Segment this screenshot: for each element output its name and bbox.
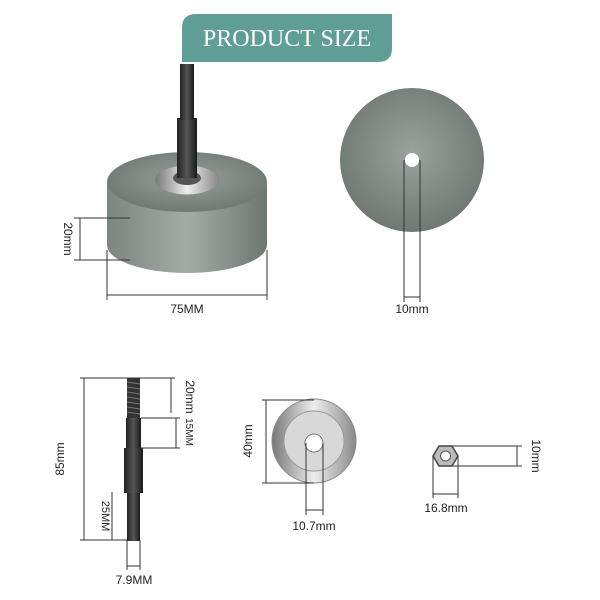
- thread-length-label: 20mm: [183, 380, 197, 413]
- nut-width-label: 16.8mm: [424, 501, 467, 515]
- grinding-wheel-side-view: [107, 64, 267, 273]
- shaft-length-label: 85mm: [53, 442, 67, 475]
- collar-length-dimension: 15MM: [141, 417, 194, 449]
- shaft-diameter-dimension: 7.9MM: [116, 540, 153, 587]
- banner-title: PRODUCT SIZE: [203, 26, 371, 52]
- product-size-banner: PRODUCT SIZE: [182, 14, 392, 62]
- nut-height-label: 10mm: [529, 439, 543, 472]
- shaft-diameter-label: 7.9MM: [116, 573, 153, 587]
- wheel-thickness-label: 20mm: [61, 222, 75, 255]
- thread-length-dimension: 20mm: [170, 378, 197, 414]
- washer-hole-dimension: 10.7mm: [292, 443, 336, 533]
- wheel-hole-label: 10mm: [395, 302, 428, 316]
- washer-diameter-dimension: 40mm: [241, 399, 314, 484]
- wheel-diameter-label: 75MM: [170, 302, 203, 316]
- washer-hole-label: 10.7mm: [292, 519, 335, 533]
- shank-length-dimension: 25MM: [99, 492, 113, 540]
- wheel-diameter-dimension: 75MM: [106, 250, 268, 316]
- washer: [271, 398, 357, 484]
- nut-width-dimension: 16.8mm: [424, 456, 468, 515]
- hex-nut: [432, 445, 459, 467]
- washer-diameter-label: 40mm: [241, 424, 255, 457]
- shank-length-label: 25MM: [99, 501, 111, 532]
- shaft-length-dimension: 85mm: [53, 377, 175, 541]
- grinding-wheel-face-view: [340, 88, 484, 232]
- mandrel-shaft: [124, 378, 143, 541]
- wheel-hole-dimension: 10mm: [395, 160, 429, 316]
- nut-height-dimension: 10mm: [452, 439, 543, 473]
- wheel-thickness-dimension: 20mm: [61, 217, 130, 261]
- collar-length-label: 15MM: [183, 418, 194, 446]
